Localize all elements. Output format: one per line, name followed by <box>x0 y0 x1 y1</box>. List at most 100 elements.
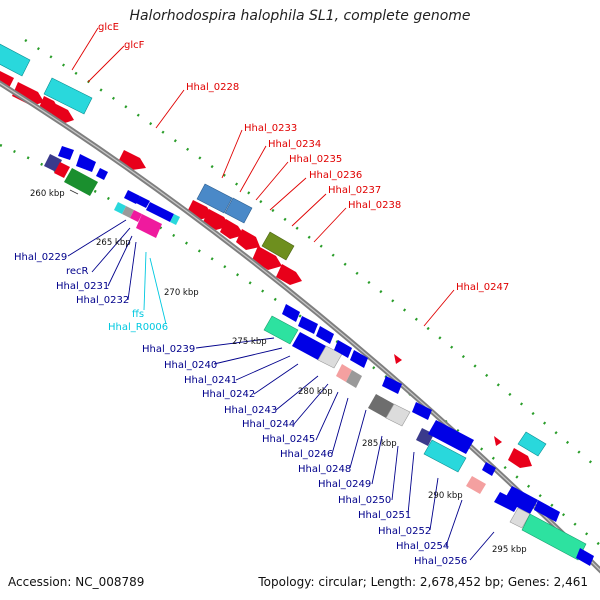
feature-green-left[interactable] <box>64 168 98 196</box>
feature-Hhal_0231[interactable] <box>114 202 126 214</box>
leader-lines <box>67 27 495 561</box>
feature-ffs[interactable] <box>130 210 142 222</box>
feature-Hhal_0252[interactable] <box>385 403 411 427</box>
label-Hhal_R0006[interactable]: Hhal_R0006 <box>108 322 168 333</box>
map-title: Halorhodospira halophila SL1, complete g… <box>129 8 471 24</box>
feature-grey-low[interactable] <box>509 507 531 529</box>
feature-red-left[interactable] <box>54 162 70 178</box>
feature-Hhal_0238[interactable] <box>236 229 260 250</box>
feature-blue-f[interactable] <box>576 548 594 566</box>
feature-Hhal_0250[interactable] <box>382 376 402 394</box>
feature-blue-a[interactable] <box>146 202 174 222</box>
feature-red-2[interactable] <box>12 82 44 106</box>
label-Hhal_0239[interactable]: Hhal_0239 <box>142 344 195 355</box>
scale-tick-290: 290 kbp <box>428 491 463 501</box>
label-Hhal_0244[interactable]: Hhal_0244 <box>242 419 295 430</box>
scale-tick-295: 295 kbp <box>492 545 527 555</box>
upper-dotted-track <box>0 143 600 546</box>
label-Hhal_0254[interactable]: Hhal_0254 <box>396 541 449 552</box>
feature-Hhal_0254[interactable] <box>412 402 432 420</box>
feature-mint-low[interactable] <box>521 513 587 561</box>
feature-recR[interactable] <box>136 196 150 208</box>
scale-tick-280: 280 kbp <box>298 387 333 397</box>
label-Hhal_0238[interactable]: Hhal_0238 <box>348 200 401 211</box>
label-glcE[interactable]: glcE <box>98 22 119 33</box>
label-Hhal_0242[interactable]: Hhal_0242 <box>202 389 255 400</box>
feature-blue-c[interactable] <box>494 492 520 512</box>
feature-Hhal_0256[interactable] <box>428 420 474 454</box>
labels-reverse: Hhal_0229 recR Hhal_0231 Hhal_0232 ffs H… <box>14 252 467 567</box>
feature-Hhal_0246[interactable] <box>336 364 352 382</box>
feature-Hhal_0239[interactable] <box>263 315 299 345</box>
feature-red-right[interactable] <box>508 448 532 468</box>
label-Hhal_0243[interactable]: Hhal_0243 <box>224 405 277 416</box>
feature-Hhal_0237[interactable] <box>220 219 244 239</box>
accession-text: Accession: NC_008789 <box>8 575 145 589</box>
feature-olive[interactable] <box>261 231 295 261</box>
feature-glcE[interactable] <box>0 42 31 77</box>
label-Hhal_0251[interactable]: Hhal_0251 <box>358 510 411 521</box>
label-glcF[interactable]: glcF <box>124 40 145 51</box>
label-Hhal_0246[interactable]: Hhal_0246 <box>280 449 333 460</box>
label-recR[interactable]: recR <box>66 266 89 277</box>
label-Hhal_0250[interactable]: Hhal_0250 <box>338 495 391 506</box>
labels-forward: glcE glcF Hhal_0228 Hhal_0233 Hhal_0234 … <box>98 22 509 293</box>
scale-tick-260: 260 kbp <box>30 189 65 199</box>
scale-tick-265: 265 kbp <box>96 238 131 248</box>
label-Hhal_0248[interactable]: Hhal_0248 <box>298 464 351 475</box>
label-Hhal_0240[interactable]: Hhal_0240 <box>164 360 217 371</box>
label-Hhal_0247[interactable]: Hhal_0247 <box>456 282 509 293</box>
feature-Hhal_0232[interactable] <box>122 206 134 218</box>
feature-Hhal_0242[interactable] <box>316 326 334 344</box>
feature-cyan-right[interactable] <box>517 431 547 457</box>
feature-red-tiny[interactable] <box>494 436 502 446</box>
feature-blue-left-2[interactable] <box>76 154 96 172</box>
label-Hhal_0229[interactable]: Hhal_0229 <box>14 252 67 263</box>
scale-tick-275: 275 kbp <box>232 337 267 347</box>
feature-Hhal_0234[interactable] <box>224 197 253 224</box>
feature-glcF[interactable] <box>43 77 93 115</box>
topology-text: Topology: circular; Length: 2,678,452 bp… <box>258 575 588 589</box>
label-Hhal_0245[interactable]: Hhal_0245 <box>262 434 315 445</box>
label-Hhal_0228[interactable]: Hhal_0228 <box>186 82 239 93</box>
scale-tick-285: 285 kbp <box>362 439 397 449</box>
feature-Hhal_0241[interactable] <box>298 316 318 334</box>
label-Hhal_0236[interactable]: Hhal_0236 <box>309 170 362 181</box>
feature-Hhal_0248[interactable] <box>346 370 362 388</box>
label-Hhal_0235[interactable]: Hhal_0235 <box>289 154 342 165</box>
label-Hhal_0231[interactable]: Hhal_0231 <box>56 281 109 292</box>
feature-Hhal_0249[interactable] <box>350 350 368 368</box>
label-Hhal_0237[interactable]: Hhal_0237 <box>328 185 381 196</box>
feature-Hhal_0236[interactable] <box>203 209 230 230</box>
feature-blue-left-3[interactable] <box>96 168 108 180</box>
feature-red-mid[interactable] <box>466 476 486 494</box>
feature-Hhal_0243[interactable] <box>292 332 326 360</box>
label-Hhal_0256[interactable]: Hhal_0256 <box>414 556 467 567</box>
feature-Hhal_0240[interactable] <box>282 304 300 322</box>
feature-Hhal_0233[interactable] <box>196 183 233 214</box>
feature-blue-left-1[interactable] <box>58 146 74 160</box>
feature-lane-lower <box>44 146 594 566</box>
label-Hhal_0232[interactable]: Hhal_0232 <box>76 295 129 306</box>
label-Hhal_0252[interactable]: Hhal_0252 <box>378 526 431 537</box>
feature-Hhal_0245[interactable] <box>334 340 352 358</box>
feature-Hhal_0251[interactable] <box>368 394 394 418</box>
feature-red-lane-b[interactable] <box>276 264 302 285</box>
label-Hhal_0233[interactable]: Hhal_0233 <box>244 123 297 134</box>
feature-blue-d[interactable] <box>504 486 538 514</box>
label-ffs[interactable]: ffs <box>132 309 144 320</box>
feature-Hhal_0247[interactable] <box>394 354 402 364</box>
outer-dotted-track <box>24 38 600 471</box>
feature-blue-e[interactable] <box>534 500 560 522</box>
label-Hhal_0249[interactable]: Hhal_0249 <box>318 479 371 490</box>
feature-Hhal_0229[interactable] <box>124 190 140 204</box>
feature-blue-mid[interactable] <box>423 439 467 473</box>
label-Hhal_0241[interactable]: Hhal_0241 <box>184 375 237 386</box>
label-Hhal_0234[interactable]: Hhal_0234 <box>268 139 321 150</box>
scale-tick-270: 270 kbp <box>164 288 199 298</box>
feature-Hhal_R0006[interactable] <box>136 214 162 238</box>
feature-blue-b[interactable] <box>482 462 496 476</box>
feature-cyan-small[interactable] <box>170 214 180 225</box>
